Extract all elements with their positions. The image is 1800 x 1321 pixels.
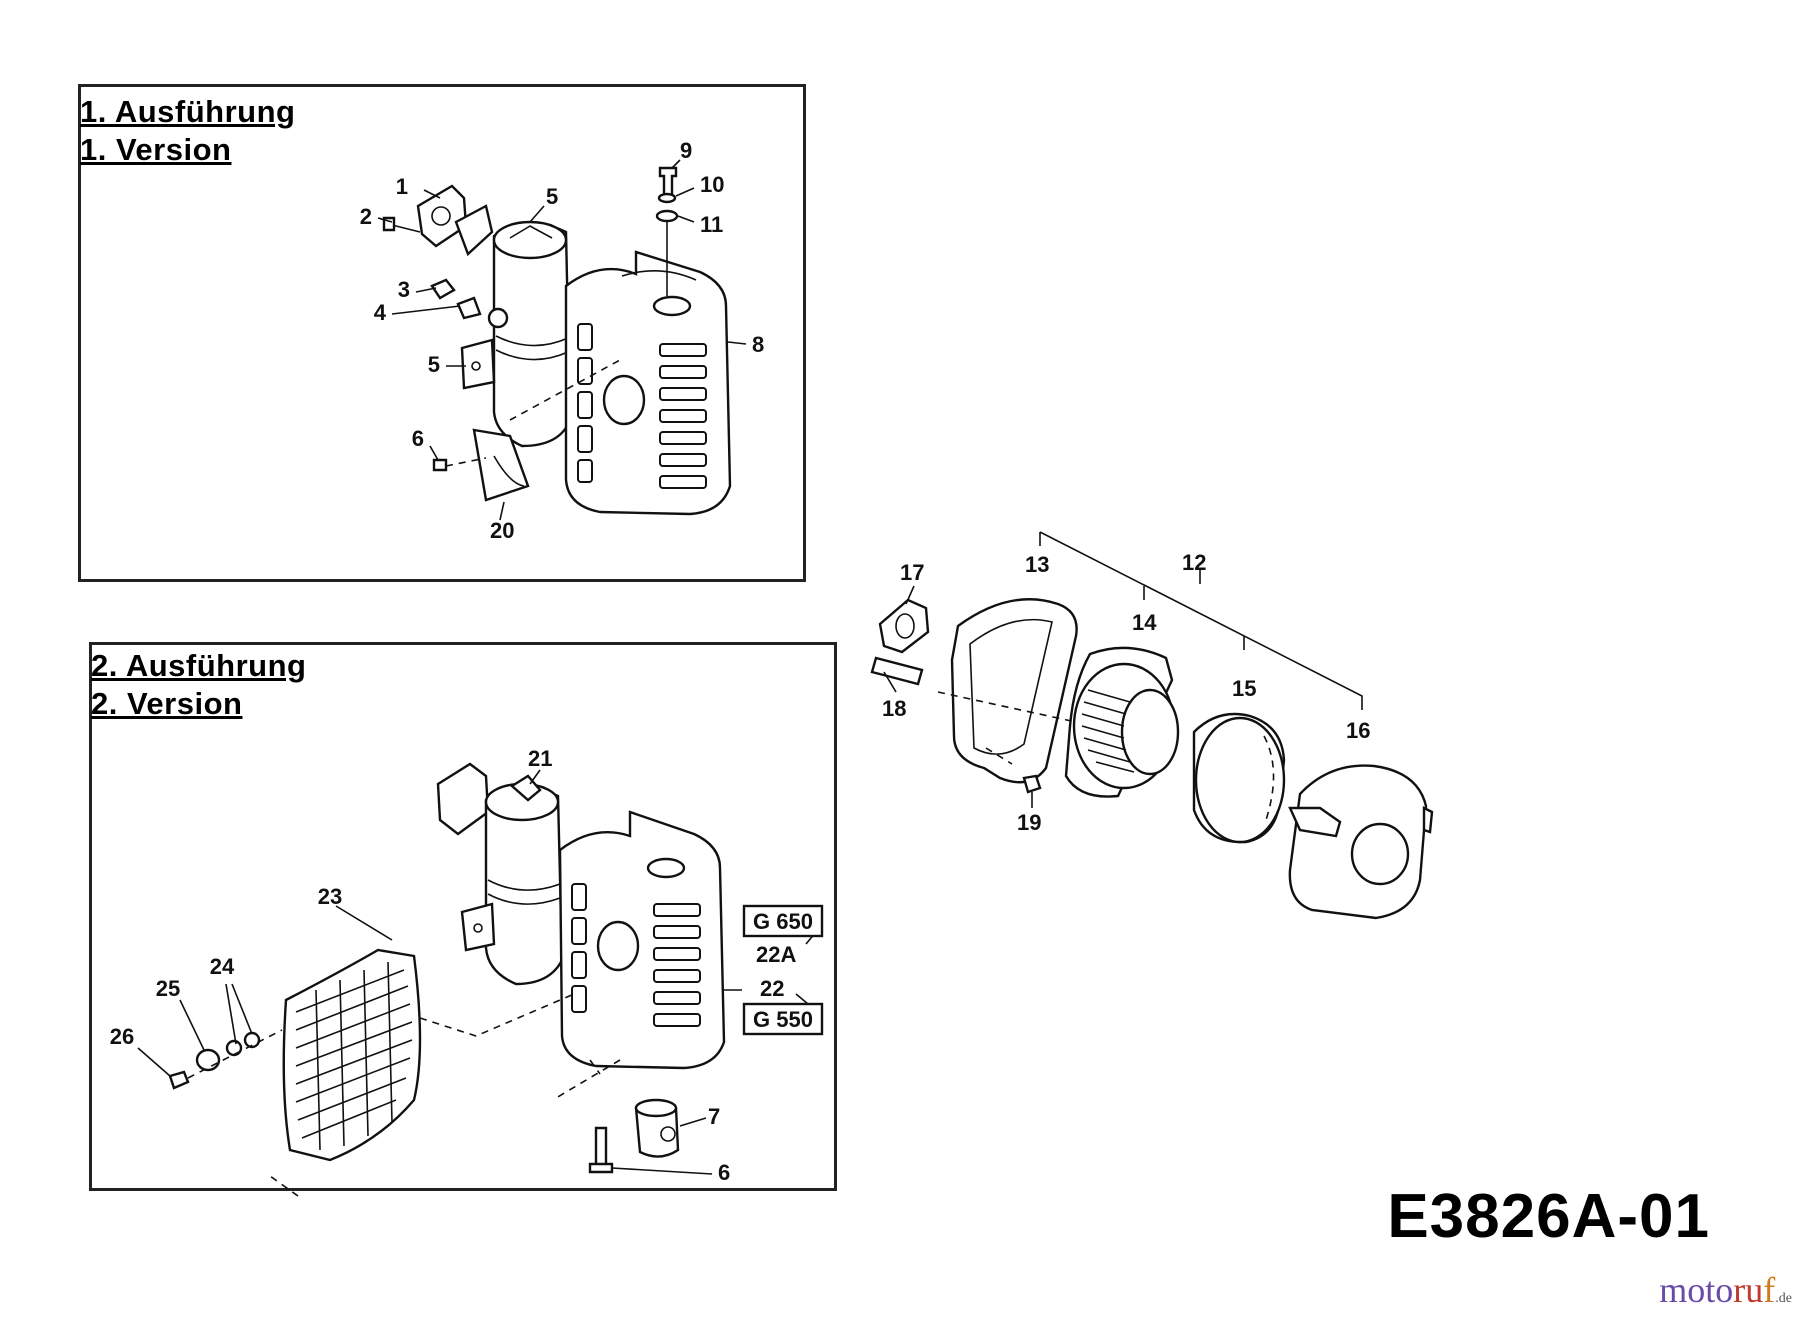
v2-heat-shield-slots-left <box>571 883 587 1013</box>
version2-muffler-assembly <box>137 762 817 1197</box>
callout-22: 22 <box>760 976 784 1001</box>
callout-7: 7 <box>708 1104 720 1129</box>
heat-shield-slots-left <box>577 323 593 483</box>
callout-4: 4 <box>374 300 387 325</box>
g550-box <box>742 1002 824 1036</box>
diagram-code: E3826A-01 <box>1387 1182 1710 1251</box>
version1-muffler-assembly <box>377 159 747 521</box>
g650-box <box>742 904 824 938</box>
g550-label: G 550 <box>753 1007 813 1032</box>
callout-20: 20 <box>490 518 514 543</box>
g650-label: G 650 <box>753 909 813 934</box>
callout-18: 18 <box>882 696 906 721</box>
air-filter-assembly <box>870 531 1434 920</box>
callout-24: 24 <box>210 954 235 979</box>
callout-23: 23 <box>318 884 342 909</box>
callout-12: 12 <box>1182 550 1206 575</box>
callout-14: 14 <box>1132 610 1157 635</box>
callout-6-v2: 6 <box>718 1160 730 1185</box>
callout-11: 11 <box>700 212 723 237</box>
callout-25: 25 <box>156 976 180 1001</box>
motoruf-watermark: motoruf.de <box>1659 1272 1792 1308</box>
callout-26: 26 <box>110 1024 134 1049</box>
callout-10: 10 <box>700 172 724 197</box>
callout-13: 13 <box>1025 552 1049 577</box>
callout-2: 2 <box>360 204 372 229</box>
watermark-tld: .de <box>1775 1291 1792 1306</box>
v2-heat-shield-slots-right <box>653 903 701 1027</box>
watermark-part3: f <box>1763 1270 1776 1310</box>
callout-5-upper: 5 <box>546 184 558 209</box>
callout-15: 15 <box>1232 676 1256 701</box>
callout-3: 3 <box>398 277 410 302</box>
heat-shield-slots-right <box>659 343 707 489</box>
callout-9: 9 <box>680 138 692 163</box>
callout-21: 21 <box>528 746 552 771</box>
callout-22A: 22A <box>756 942 796 967</box>
version1-title-de: 1. Ausführung <box>80 94 296 129</box>
callout-6-v1: 6 <box>412 426 424 451</box>
callout-5-lower: 5 <box>428 352 440 377</box>
version2-title-de: 2. Ausführung <box>91 648 307 683</box>
watermark-part2: ru <box>1733 1270 1764 1310</box>
callout-17: 17 <box>900 560 924 585</box>
callout-8: 8 <box>752 332 764 357</box>
callout-1: 1 <box>396 174 408 199</box>
watermark-part1: moto <box>1659 1270 1734 1310</box>
callout-16: 16 <box>1346 718 1370 743</box>
version2-title-en: 2. Version <box>91 686 243 721</box>
guard-perforation-pattern <box>295 961 413 1151</box>
callout-19: 19 <box>1017 810 1041 835</box>
version1-title-en: 1. Version <box>80 132 232 167</box>
filter-pleats <box>1081 689 1135 773</box>
